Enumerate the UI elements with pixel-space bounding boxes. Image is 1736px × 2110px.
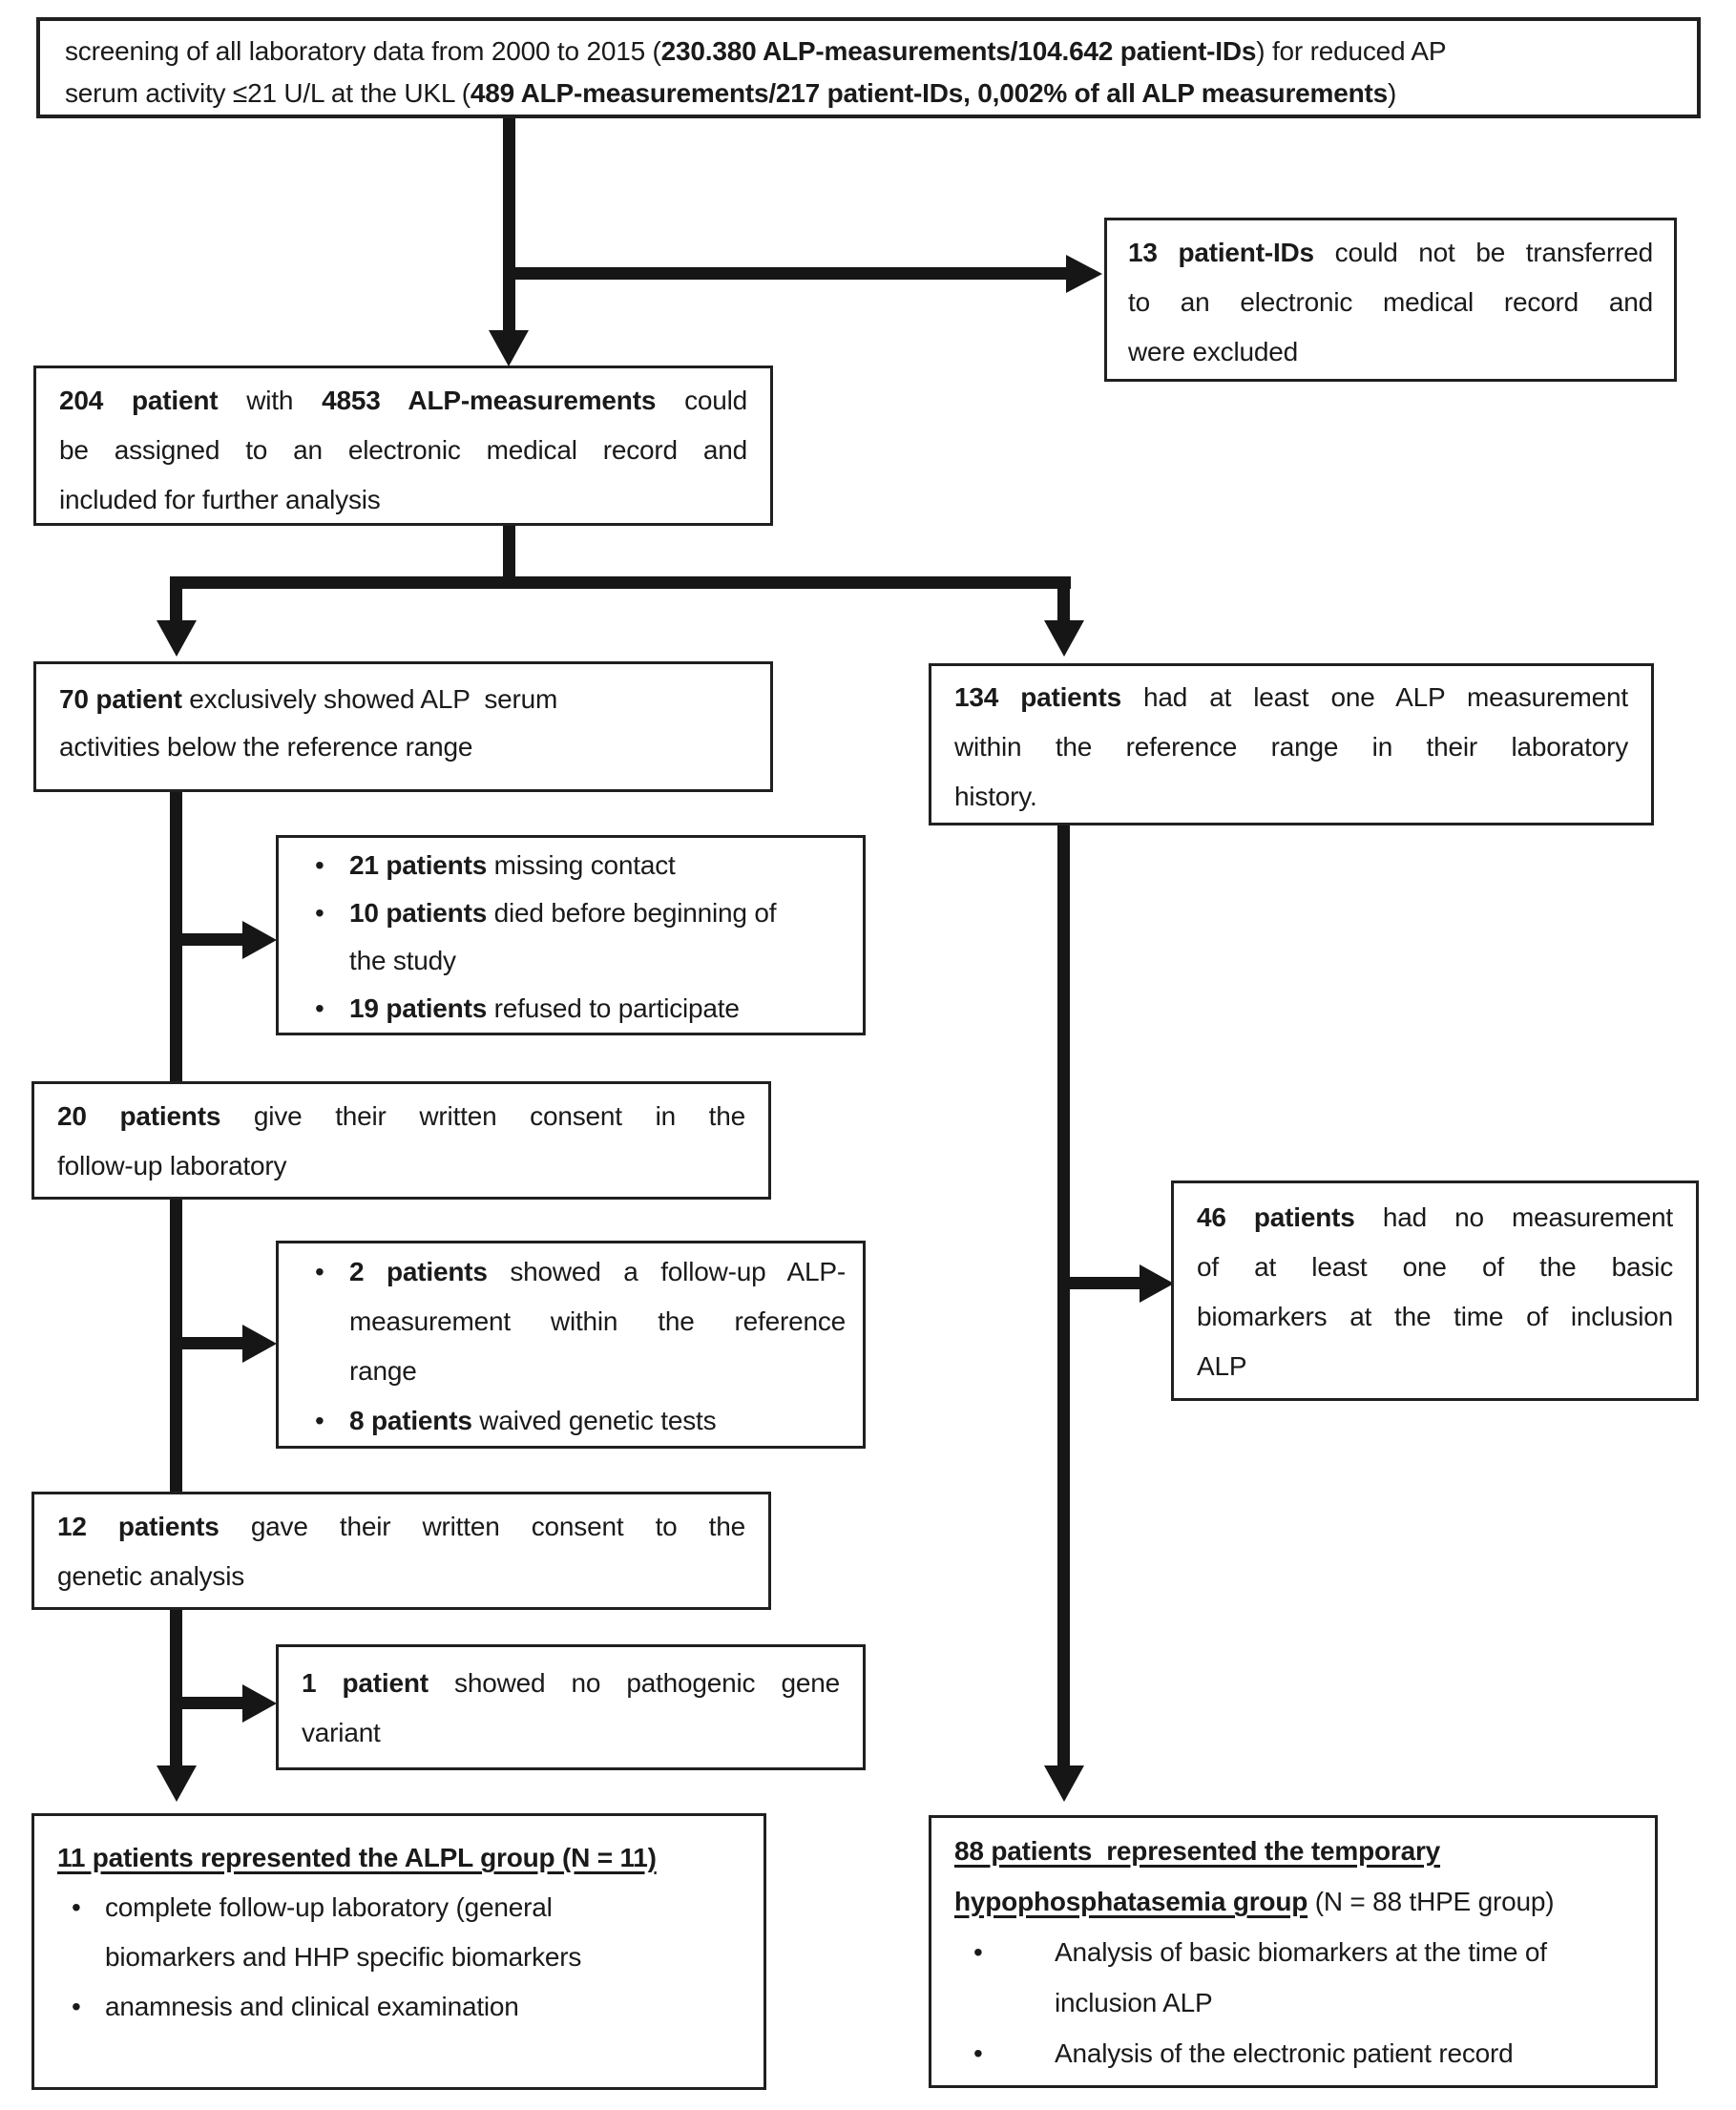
bullet-line: •19 patients refused to participate <box>296 985 846 1033</box>
box-70-patients-low-alp: 70 patient exclusively showed ALP serum a… <box>33 661 773 792</box>
arrowhead-right-no-biomarkers <box>1140 1264 1174 1303</box>
bullet-icon: • <box>315 1406 324 1435</box>
box-12-patients-genetic-consent: 12 patients gave their written consent t… <box>31 1492 771 1610</box>
box-46-patients-no-biomarkers: 46 patients had no measurement of at leas… <box>1171 1180 1699 1401</box>
text-line: activities below the reference range <box>59 732 473 762</box>
bullet-icon: • <box>72 1992 81 2021</box>
text-line: history. <box>954 782 1037 811</box>
bullet-line: •10 patients died before beginning of <box>296 889 846 937</box>
text-line: 134 patients had at least one ALP measur… <box>954 682 1628 712</box>
bullet-icon: • <box>315 1257 324 1286</box>
bullet-line: •Analysis of basic biomarkers at the tim… <box>954 1927 1632 1977</box>
connector-split-bar <box>170 576 1071 589</box>
connector-split-left <box>170 576 182 624</box>
arrowhead-down-thpe-group <box>1044 1765 1084 1802</box>
bullet-icon: • <box>973 2038 983 2068</box>
box-excluded-13-patient-ids: 13 patient-IDs could not be transferred t… <box>1104 218 1677 382</box>
bullet-line: •21 patients missing contact <box>296 842 846 889</box>
text-line: within the reference range in their labo… <box>954 732 1628 762</box>
text-line: 12 patients gave their written consent t… <box>57 1512 745 1541</box>
arrowhead-down-low70 <box>157 620 197 657</box>
text-line: to an electronic medical record and <box>1128 287 1653 317</box>
text-line: hypophosphatasemia group (N = 88 tHPE gr… <box>954 1887 1555 1916</box>
text-line: biomarkers and HHP specific biomarkers <box>105 1942 582 1972</box>
box-contact-exclusions: •21 patients missing contact•10 patients… <box>276 835 866 1035</box>
connector-to-no-variant <box>170 1697 246 1709</box>
box-20-patients-consent: 20 patients give their written consent i… <box>31 1081 771 1200</box>
text-line: 46 patients had no measurement <box>1197 1202 1674 1232</box>
connector-split-right <box>1057 576 1070 624</box>
box-1-patient-no-variant: 1 patient showed no pathogenic gene varia… <box>276 1644 866 1770</box>
text-line: 204 patient with 4853 ALP-measurements c… <box>59 386 748 415</box>
arrowhead-down-assigned <box>489 330 529 366</box>
connector-consent12-down <box>170 1608 182 1768</box>
arrowhead-right-followup-exclusions <box>242 1325 277 1363</box>
connector-screening-down <box>503 118 515 334</box>
text-line: be assigned to an electronic medical rec… <box>59 435 747 465</box>
text-line: 20 patients give their written consent i… <box>57 1101 745 1131</box>
text-line: serum activity ≤21 U/L at the UKL (489 A… <box>65 78 1397 108</box>
text-line: 1 patient showed no pathogenic gene <box>302 1668 840 1698</box>
text-line: 70 patient exclusively showed ALP serum <box>59 684 558 714</box>
connector-to-contact-exclusions <box>170 933 246 946</box>
text-line: follow-up laboratory <box>57 1151 287 1180</box>
bullet-icon: • <box>72 1892 81 1922</box>
bullet-line: •2 patients showed a follow-up ALP- <box>296 1247 846 1297</box>
text-line: of at least one of the basic <box>1197 1252 1673 1282</box>
bullet-line: •Analysis of the electronic patient reco… <box>954 2028 1632 2079</box>
arrowhead-right-excluded <box>1066 255 1102 293</box>
bullet-line: •complete follow-up laboratory (general <box>57 1883 741 1932</box>
connector-assigned-down <box>503 524 515 583</box>
box-thpe-group: 88 patients represented the temporary hyp… <box>929 1815 1658 2088</box>
arrowhead-right-no-variant <box>242 1684 277 1723</box>
text-line: inclusion ALP <box>1055 1988 1213 2017</box>
box-assigned-204-patients: 204 patient with 4853 ALP-measurements c… <box>33 366 773 526</box>
arrowhead-down-alpl-group <box>157 1765 197 1802</box>
box-followup-exclusions: •2 patients showed a follow-up ALP-measu… <box>276 1241 866 1449</box>
bullet-line: •anamnesis and clinical examination <box>57 1982 741 2032</box>
connector-to-followup-exclusions <box>170 1337 246 1349</box>
box-134-patients-in-range: 134 patients had at least one ALP measur… <box>929 663 1654 825</box>
text-line: biomarkers at the time of inclusion <box>1197 1302 1673 1331</box>
text-line: the study <box>349 946 456 975</box>
text-line: included for further analysis <box>59 485 381 514</box>
bullet-line: •8 patients waived genetic tests <box>296 1396 846 1446</box>
box-screening: screening of all laboratory data from 20… <box>36 17 1701 118</box>
text-line: measurement within the reference <box>349 1306 846 1336</box>
text-line: ALP <box>1197 1351 1247 1381</box>
connector-to-excluded <box>503 267 1068 280</box>
text-line: 11 patients represented the ALPL group (… <box>57 1843 657 1872</box>
bullet-icon: • <box>315 850 324 880</box>
bullet-icon: • <box>973 1937 983 1967</box>
text-line: genetic analysis <box>57 1561 245 1591</box>
text-line: 13 patient-IDs could not be transferred <box>1128 238 1653 267</box>
bullet-icon: • <box>315 993 324 1023</box>
text-line: 88 patients represented the temporary <box>954 1836 1441 1866</box>
box-alpl-group: 11 patients represented the ALPL group (… <box>31 1813 766 2090</box>
text-line: screening of all laboratory data from 20… <box>65 36 1447 66</box>
text-line: range <box>349 1356 417 1386</box>
text-line: variant <box>302 1718 381 1747</box>
arrowhead-down-range134 <box>1044 620 1084 657</box>
arrowhead-right-contact-exclusions <box>242 921 277 959</box>
bullet-icon: • <box>315 898 324 928</box>
connector-range134-down <box>1057 824 1070 1768</box>
connector-to-no-biomarkers <box>1057 1277 1143 1289</box>
text-line: were excluded <box>1128 337 1298 366</box>
